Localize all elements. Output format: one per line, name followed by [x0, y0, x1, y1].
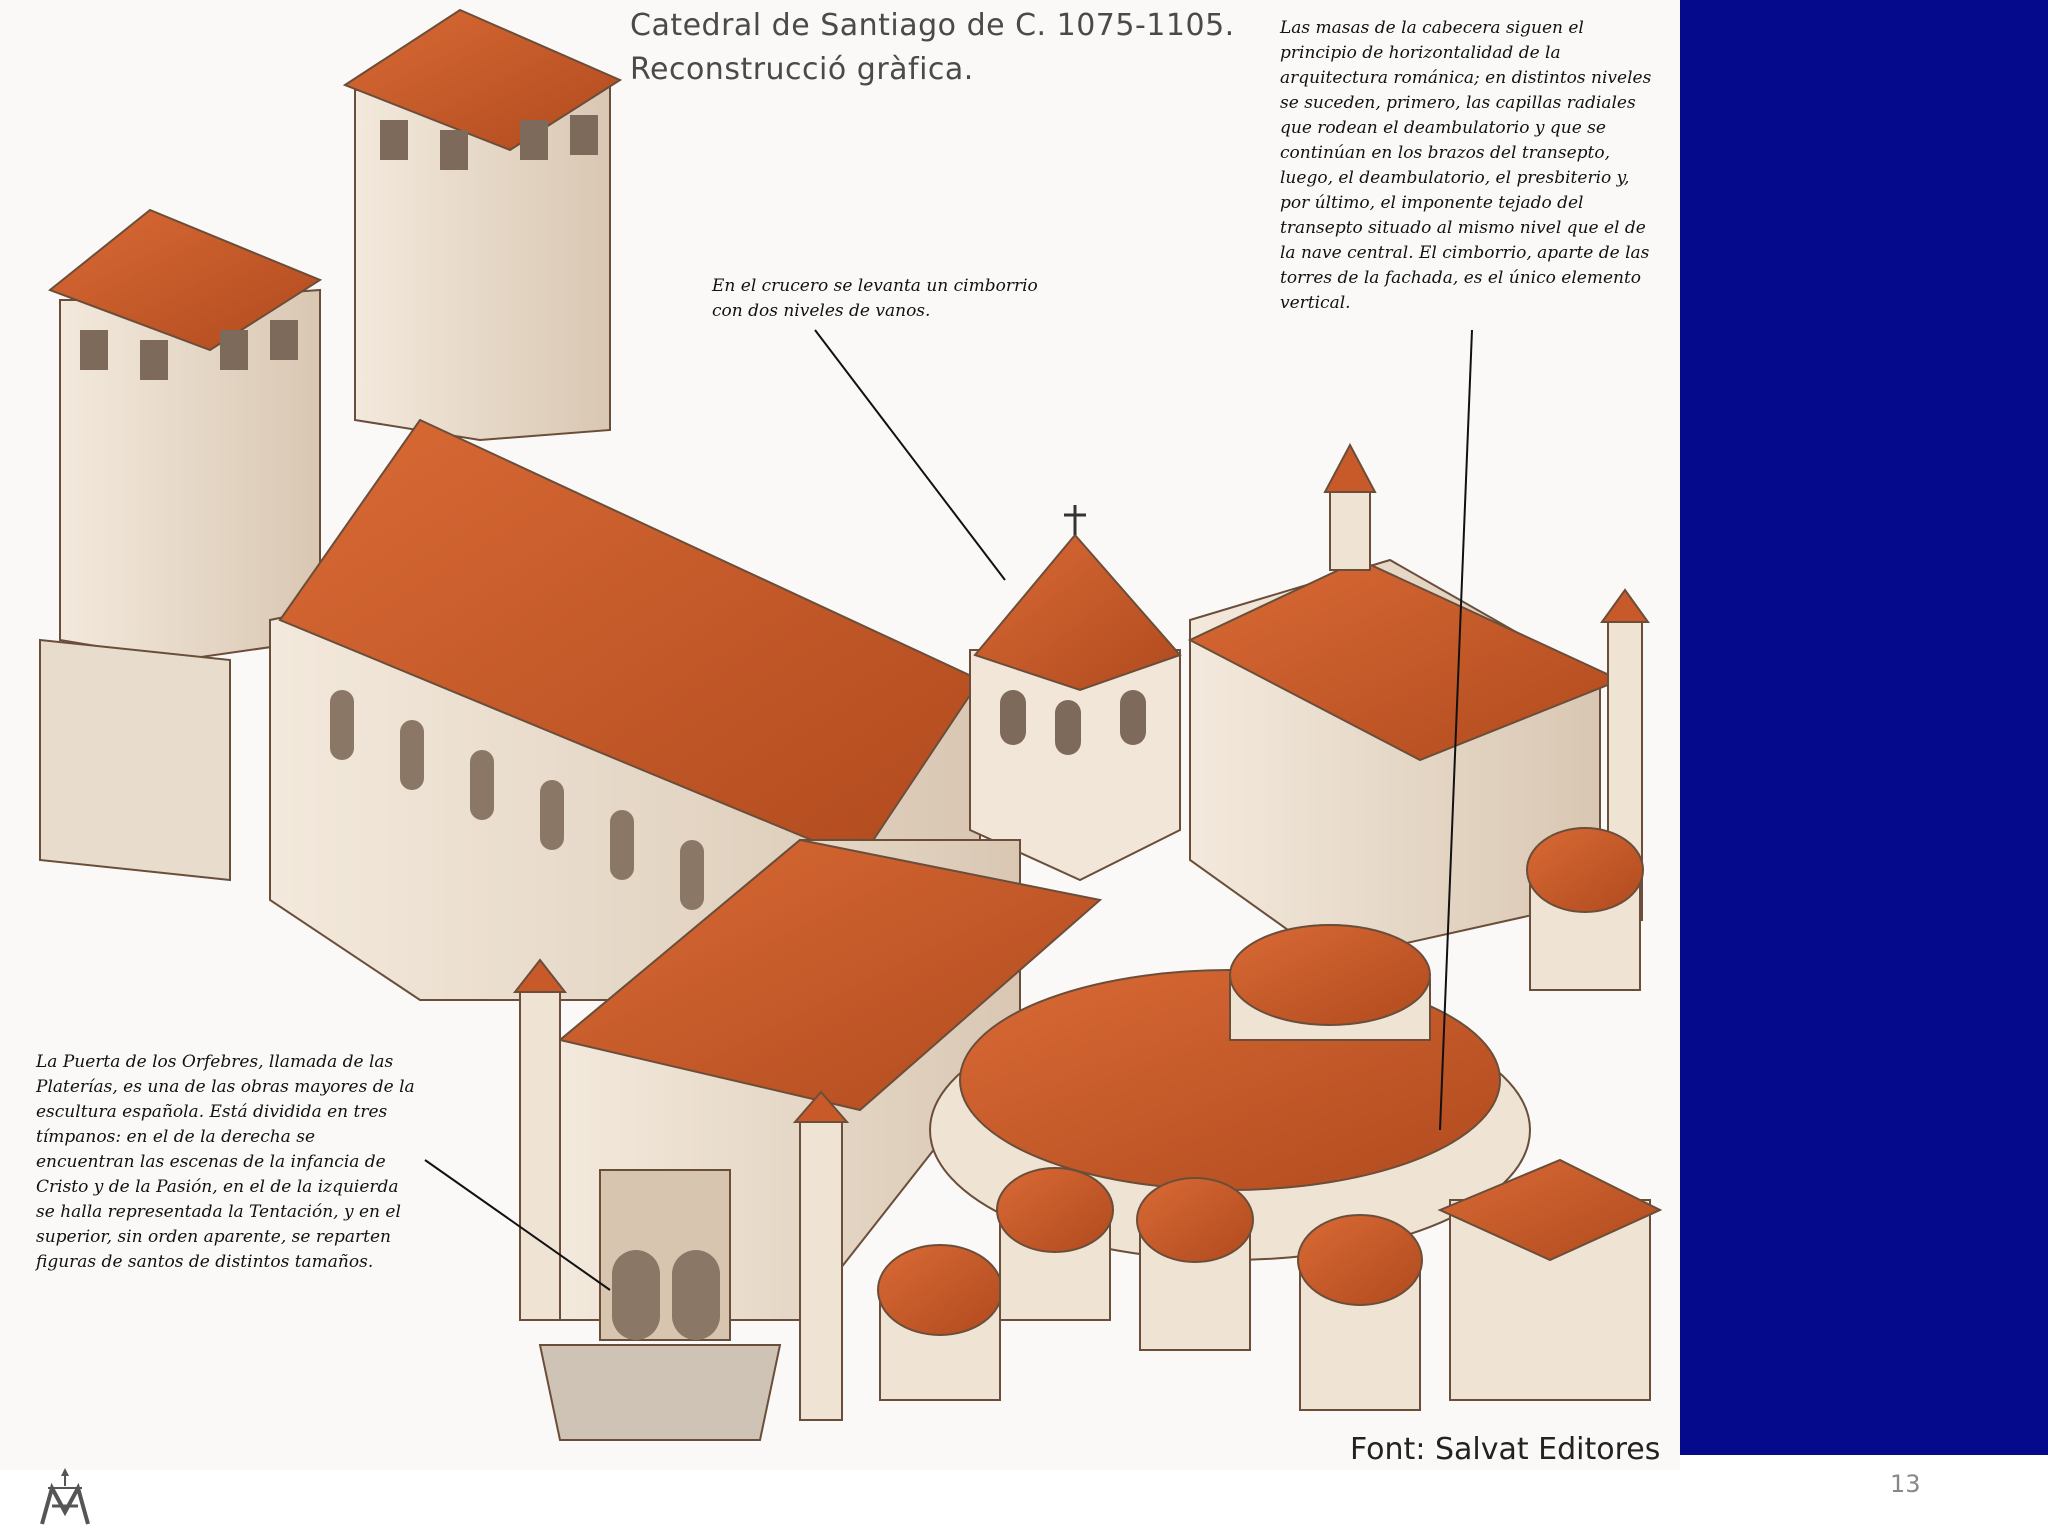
cathedral-illustration [39, 8, 1663, 1441]
source-credit: Font: Salvat Editores [1350, 1432, 1661, 1467]
monogram-logo-icon [40, 1468, 90, 1525]
blue-side-panel [1680, 0, 2048, 1455]
note-cabecera: Las masas de la cabecera siguen el princ… [1280, 18, 1652, 313]
apse [929, 924, 1531, 1261]
note-cimborrio: En el crucero se levanta un cimborrio co… [712, 276, 1038, 321]
leader-line-cabecera [1439, 329, 1473, 1131]
title-line-1: Catedral de Santiago de C. 1075-1105. [630, 8, 1235, 43]
platerias-portal [538, 1169, 782, 1441]
note-puerta-orfebres: La Puerta de los Orfebres, llamada de la… [36, 1052, 415, 1272]
illustration-title: Catedral de Santiago de C. 1075-1105. Re… [630, 4, 1235, 92]
left-tower [48, 208, 323, 662]
right-tower [342, 8, 623, 442]
title-line-2: Reconstrucció gràfica. [630, 52, 974, 87]
cimborrio [969, 505, 1182, 882]
leader-line-portal [424, 1159, 611, 1291]
page-number: 13 [1890, 1470, 1921, 1498]
leader-line-cimborrio [814, 329, 1006, 581]
cathedral-drawing [39, 8, 1663, 1441]
radial-chapels [877, 827, 1663, 1411]
